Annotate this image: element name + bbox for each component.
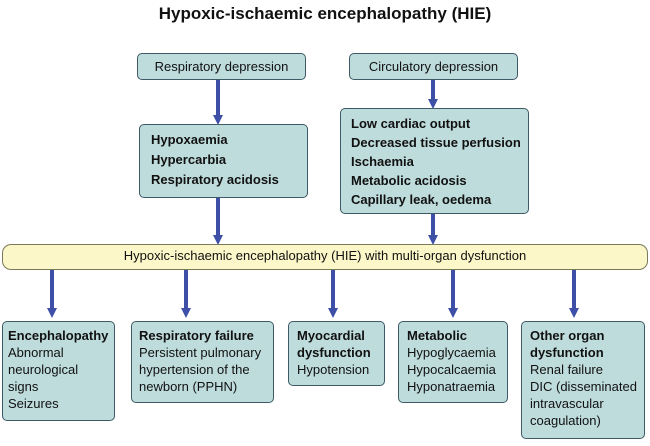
outcome-item: Hypotension	[297, 362, 370, 377]
diagram-title: Hypoxic-ischaemic encephalopathy (HIE)	[158, 4, 492, 23]
respiratory-depression-box: Respiratory depression	[137, 53, 306, 80]
respiratory-effect: Hypercarbia	[151, 152, 227, 167]
outcome-item: Persistent pulmonary	[139, 345, 262, 360]
outcome-heading: Encephalopathy	[8, 328, 109, 343]
outcome-heading: dysfunction	[297, 345, 371, 360]
respiratory-effects-box: Hypoxaemia Hypercarbia Respiratory acido…	[139, 124, 308, 198]
outcome-other-organ-box: Other organ dysfunction Renal failure DI…	[521, 321, 645, 439]
outcome-heading: Respiratory failure	[139, 328, 254, 343]
respiratory-depression-label: Respiratory depression	[154, 59, 289, 74]
outcome-item: Abnormal	[8, 345, 64, 360]
outcome-item: coagulation)	[530, 413, 601, 428]
outcome-item: Seizures	[8, 396, 59, 411]
outcome-item: newborn (PPHN)	[139, 379, 238, 394]
outcome-item: Hyponatraemia	[407, 379, 496, 394]
outcome-metabolic-box: Metabolic Hypoglycaemia Hypocalcaemia Hy…	[398, 321, 508, 403]
respiratory-effect: Hypoxaemia	[151, 132, 228, 147]
outcome-item: intravascular	[530, 396, 604, 411]
outcome-heading: Metabolic	[407, 328, 467, 343]
circulatory-depression-box: Circulatory depression	[349, 53, 518, 80]
respiratory-effect: Respiratory acidosis	[151, 172, 279, 187]
outcome-item: Hypoglycaemia	[407, 345, 496, 360]
hie-multi-organ-bar: Hypoxic-ischaemic encephalopathy (HIE) w…	[2, 244, 648, 270]
outcome-heading: dysfunction	[530, 345, 604, 360]
circulatory-effect: Metabolic acidosis	[351, 173, 467, 188]
outcome-item: DIC (disseminated	[530, 379, 637, 394]
hie-bar-label: Hypoxic-ischaemic encephalopathy (HIE) w…	[123, 248, 527, 263]
outcome-item: signs	[8, 379, 39, 394]
circulatory-depression-label: Circulatory depression	[368, 59, 499, 74]
outcome-heading: Other organ	[530, 328, 605, 343]
outcome-item: Renal failure	[530, 362, 603, 377]
outcome-myocardial-box: Myocardial dysfunction Hypotension	[288, 321, 385, 386]
outcome-item: Hypocalcaemia	[407, 362, 496, 377]
circulatory-effect: Ischaemia	[351, 154, 414, 169]
circulatory-effect: Capillary leak, oedema	[351, 192, 492, 207]
outcome-encephalopathy-box: Encephalopathy Abnormal neurological sig…	[2, 321, 115, 421]
outcome-item: neurological	[8, 362, 79, 377]
circulatory-effect: Decreased tissue perfusion	[351, 135, 521, 150]
outcome-item: hypertension of the	[139, 362, 250, 377]
circulatory-effects-box: Low cardiac output Decreased tissue perf…	[340, 108, 529, 214]
outcome-respiratory-failure-box: Respiratory failure Persistent pulmonary…	[131, 321, 274, 403]
outcome-heading: Myocardial	[297, 328, 365, 343]
circulatory-effect: Low cardiac output	[351, 116, 471, 131]
